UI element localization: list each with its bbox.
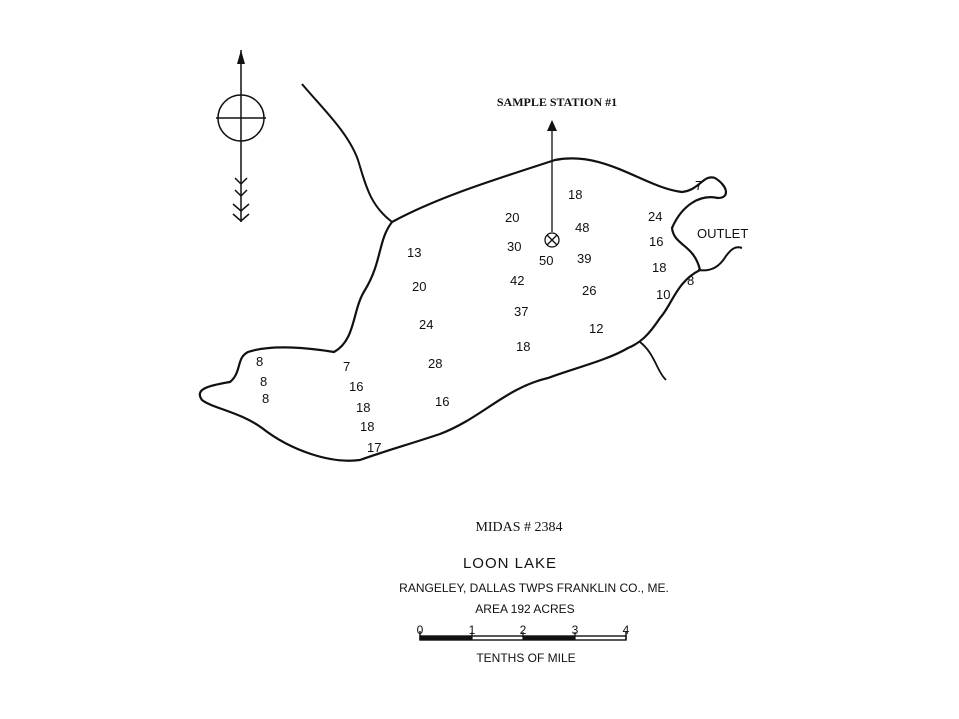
depth-sounding: 17 [367, 440, 381, 455]
inlet-stream [301, 83, 393, 223]
scale-tick-label: 0 [417, 623, 424, 637]
map-area: AREA 192 ACRES [475, 602, 574, 616]
outlet-stream [697, 246, 743, 272]
small-stream [639, 341, 667, 381]
crossed-circle-icon [544, 232, 560, 248]
depth-sounding: 18 [360, 419, 374, 434]
depth-sounding: 12 [589, 321, 603, 336]
scale-tick-label: 1 [469, 623, 476, 637]
depth-sounding: 20 [505, 210, 519, 225]
depth-sounding: 48 [575, 220, 589, 235]
sample-station-marker [544, 120, 560, 248]
depth-sounding: 24 [648, 209, 662, 224]
depth-sounding: 30 [507, 239, 521, 254]
scale-tick-label: 3 [572, 623, 579, 637]
depth-sounding: 28 [428, 356, 442, 371]
depth-sounding: 37 [514, 304, 528, 319]
sample-station-label: SAMPLE STATION #1 [497, 95, 617, 109]
scale-unit-label: TENTHS OF MILE [476, 651, 575, 665]
depth-sounding: 18 [568, 187, 582, 202]
depth-sounding: 8 [262, 391, 269, 406]
midas-number: MIDAS # 2384 [475, 520, 562, 535]
depth-sounding: 7 [343, 359, 350, 374]
depth-sounding: 20 [412, 279, 426, 294]
depth-sounding: 8 [687, 273, 694, 288]
depth-sounding: 16 [435, 394, 449, 409]
depth-sounding: 18 [356, 400, 370, 415]
scale-bar: 0 1 2 3 4 TENTHS OF MILE [417, 623, 630, 665]
depth-sounding: 24 [419, 317, 433, 332]
depth-sounding: 16 [649, 234, 663, 249]
map-title: LOON LAKE [463, 555, 557, 572]
depth-sounding: 8 [260, 374, 267, 389]
depth-sounding: 39 [577, 251, 591, 266]
scale-tick-label: 4 [623, 623, 630, 637]
depth-sounding: 50 [539, 253, 553, 268]
north-arrow-icon [216, 50, 266, 222]
depth-sounding: 18 [516, 339, 530, 354]
depth-sounding: 7 [695, 178, 702, 193]
scale-tick-label: 2 [520, 623, 527, 637]
lake-shoreline [198, 157, 727, 462]
depth-sounding: 26 [582, 283, 596, 298]
depth-sounding: 13 [407, 245, 421, 260]
depth-sounding: 8 [256, 354, 263, 369]
depth-sounding: 16 [349, 379, 363, 394]
depth-soundings: 7 18 24 20 48 16 30 13 50 39 18 8 42 20 … [256, 178, 702, 455]
depth-sounding: 42 [510, 273, 524, 288]
outlet-label: OUTLET [697, 226, 748, 241]
depth-sounding: 18 [652, 260, 666, 275]
depth-sounding: 10 [656, 287, 670, 302]
map-location: RANGELEY, DALLAS TWPS FRANKLIN CO., ME. [399, 581, 669, 595]
